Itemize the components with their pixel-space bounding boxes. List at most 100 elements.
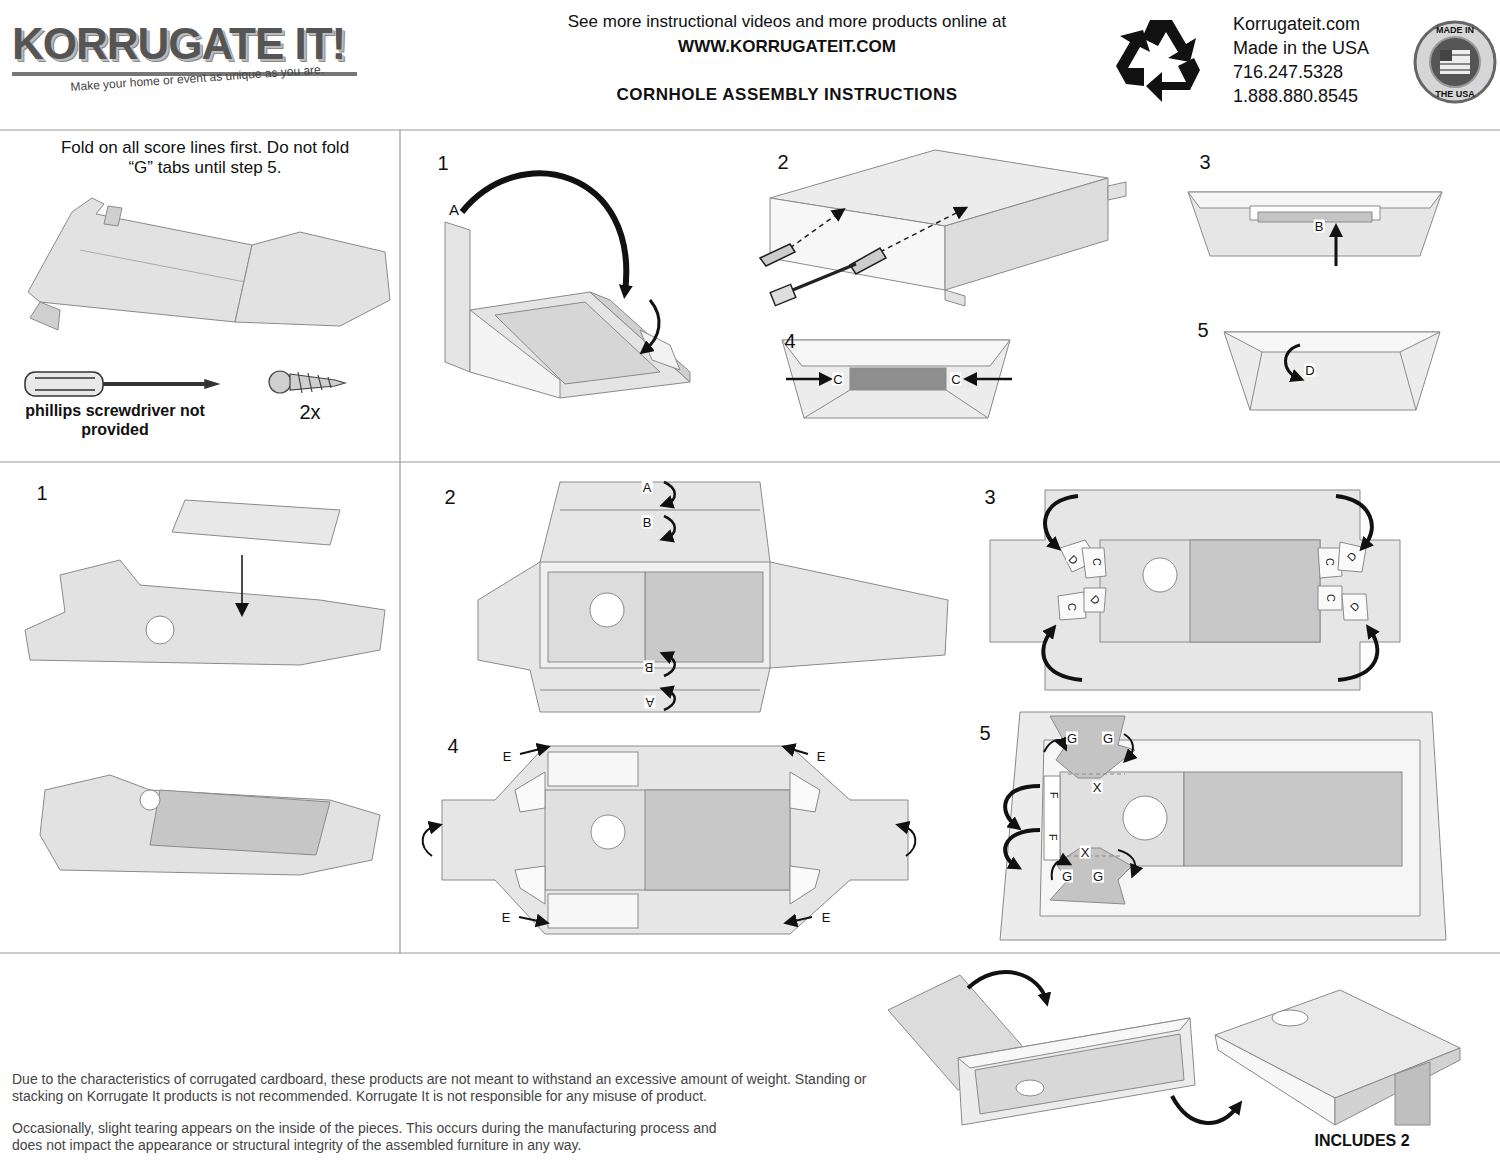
box-step-5-tray	[1068, 774, 1125, 775]
fold-arrow	[1336, 496, 1372, 546]
box-step-3	[1188, 192, 1442, 256]
fold-arrow	[664, 655, 675, 676]
final-assembly	[888, 975, 1460, 1125]
board-insert	[40, 775, 380, 875]
fold-arrow	[664, 482, 675, 710]
board-insert	[140, 790, 160, 810]
box-step-1	[495, 302, 660, 384]
header-note: See more instructional videos and more p…	[568, 12, 1006, 32]
fold-arrow	[664, 690, 675, 710]
board-step-2	[560, 510, 760, 511]
recycle-symbol	[1116, 20, 1200, 102]
callout-letter: G	[1102, 732, 1114, 745]
board-step-3	[990, 490, 1400, 690]
callout-letter: A	[645, 696, 656, 709]
panel-divider	[0, 130, 1500, 953]
fold-arrow	[1172, 1096, 1238, 1123]
brand-logo: KORRUGATE IT!	[12, 18, 345, 71]
board-step-3	[1318, 586, 1342, 610]
panel-divider	[0, 461, 1500, 462]
board-step-2	[540, 690, 760, 691]
box-step-2	[945, 178, 1108, 290]
fold-arrow	[1043, 496, 1377, 680]
board-step-4	[548, 894, 638, 928]
push-arrow	[1335, 230, 1338, 266]
callout-letter: C	[1325, 593, 1336, 603]
made-in-usa-badge	[1440, 69, 1470, 71]
callout-letter: E	[502, 750, 513, 763]
made-in-usa-badge	[1440, 50, 1452, 61]
tool-note: phillips screwdriver not provided	[25, 401, 205, 439]
board-step-4	[515, 866, 545, 904]
flat-cardboard-blank	[80, 250, 245, 282]
fold-arrow	[1124, 734, 1133, 758]
instruction-note: Fold on all score lines first. Do not fo…	[55, 138, 355, 179]
final-assembly	[958, 1018, 1195, 1125]
screwdriver	[25, 372, 218, 396]
board-step-4	[790, 866, 820, 904]
board-step-4	[591, 815, 625, 849]
step-number: 2	[777, 150, 788, 174]
badge-text: MADE IN	[1436, 25, 1474, 36]
board-insert	[172, 500, 340, 545]
fold-arrow	[1005, 830, 1040, 866]
board-step-4	[442, 746, 908, 934]
board-step-4	[548, 752, 638, 786]
board-insert	[146, 616, 174, 644]
board-insert	[25, 560, 385, 665]
screwdriver	[205, 380, 218, 388]
panel-divider	[0, 952, 1500, 953]
callout-letter: X	[1080, 846, 1091, 859]
fold-arrow	[1118, 850, 1135, 872]
callout-letter: B	[642, 516, 653, 529]
step-number: 5	[979, 721, 990, 745]
callout-letter: B	[1314, 220, 1325, 233]
screw-insertion	[850, 248, 886, 274]
box-step-2	[770, 150, 1126, 306]
made-in-usa-badge	[1415, 22, 1495, 102]
board-step-4	[790, 772, 820, 812]
step-number: 2	[444, 485, 455, 509]
box-step-2	[1108, 182, 1126, 200]
board-step-4	[645, 790, 790, 890]
disclaimer-note: Due to the characteristics of corrugated…	[12, 1071, 892, 1105]
disclaimer-note: Occasionally, slight tearing appears on …	[12, 1120, 732, 1154]
board-step-4	[515, 772, 545, 812]
screw-insertion	[790, 212, 840, 248]
push-arrow	[970, 378, 1012, 381]
callout-letter: A	[642, 481, 653, 494]
sheet-title: CORNHOLE ASSEMBLY INSTRUCTIONS	[616, 85, 957, 105]
box-step-1	[445, 222, 690, 398]
box-step-4	[804, 390, 850, 418]
screw-insertion	[760, 210, 962, 306]
recycle-symbol	[1146, 58, 1200, 102]
panel-divider	[0, 129, 1500, 130]
step-number: 4	[784, 329, 795, 353]
fold-arrow	[968, 972, 1238, 1123]
fold-arrow	[1005, 786, 1040, 826]
step-number: 3	[1199, 150, 1210, 174]
box-step-5-tray	[1000, 712, 1446, 940]
push-arrow	[788, 748, 808, 754]
flat-cardboard-blank	[28, 198, 252, 322]
box-step-5-tray	[1050, 848, 1132, 904]
board-step-2	[478, 482, 948, 712]
board-step-3	[1338, 542, 1366, 572]
push-arrow	[1335, 230, 1338, 266]
badge-text: THE USA	[1435, 89, 1475, 100]
push-arrow	[902, 826, 915, 856]
screwdriver	[103, 382, 205, 386]
insert-arrow	[241, 555, 243, 610]
board-insert	[150, 790, 330, 855]
quantity-label: 2x	[299, 400, 320, 424]
push-arrow	[520, 748, 544, 754]
fold-arrow	[1045, 496, 1078, 546]
box-step-4	[850, 368, 946, 390]
box-step-5	[1224, 332, 1440, 410]
board-insert	[25, 500, 385, 875]
contact-line: Made in the USA	[1233, 38, 1369, 60]
step-number: 5	[1197, 318, 1208, 342]
box-step-5	[1400, 352, 1416, 410]
drywall-anchor	[298, 372, 331, 393]
board-step-3	[1190, 540, 1320, 642]
